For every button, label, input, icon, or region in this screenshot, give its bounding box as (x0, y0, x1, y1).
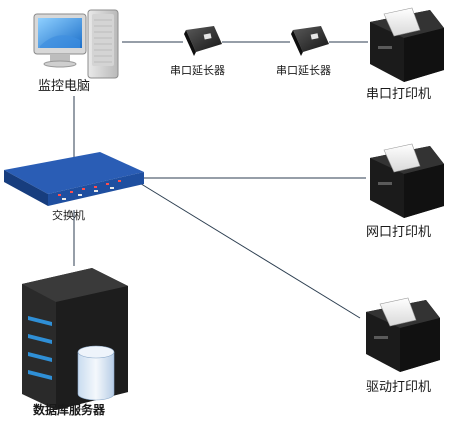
connection-lines (73, 41, 368, 319)
line-switch-driver-printer (137, 181, 361, 319)
serial-extender-icon (184, 26, 222, 56)
monitor-pc-label: 监控电脑 (38, 79, 91, 94)
extender-2-label: 串口延长器 (276, 64, 331, 77)
network-printer-label: 网口打印机 (366, 225, 432, 240)
network-switch-icon (4, 152, 144, 206)
extender-1-label: 串口延长器 (170, 64, 225, 77)
serial-extender-icon (291, 26, 329, 56)
receipt-printer-icon (366, 297, 440, 372)
database-server-icon (22, 268, 128, 410)
db-server-label: 数据库服务器 (33, 403, 106, 417)
receipt-printer-icon (370, 143, 444, 218)
driver-printer-label: 驱动打印机 (366, 380, 432, 395)
desktop-computer-icon (33, 9, 119, 79)
receipt-printer-icon (370, 7, 444, 82)
switch-label: 交换机 (52, 209, 85, 222)
serial-printer-label: 串口打印机 (366, 87, 432, 102)
